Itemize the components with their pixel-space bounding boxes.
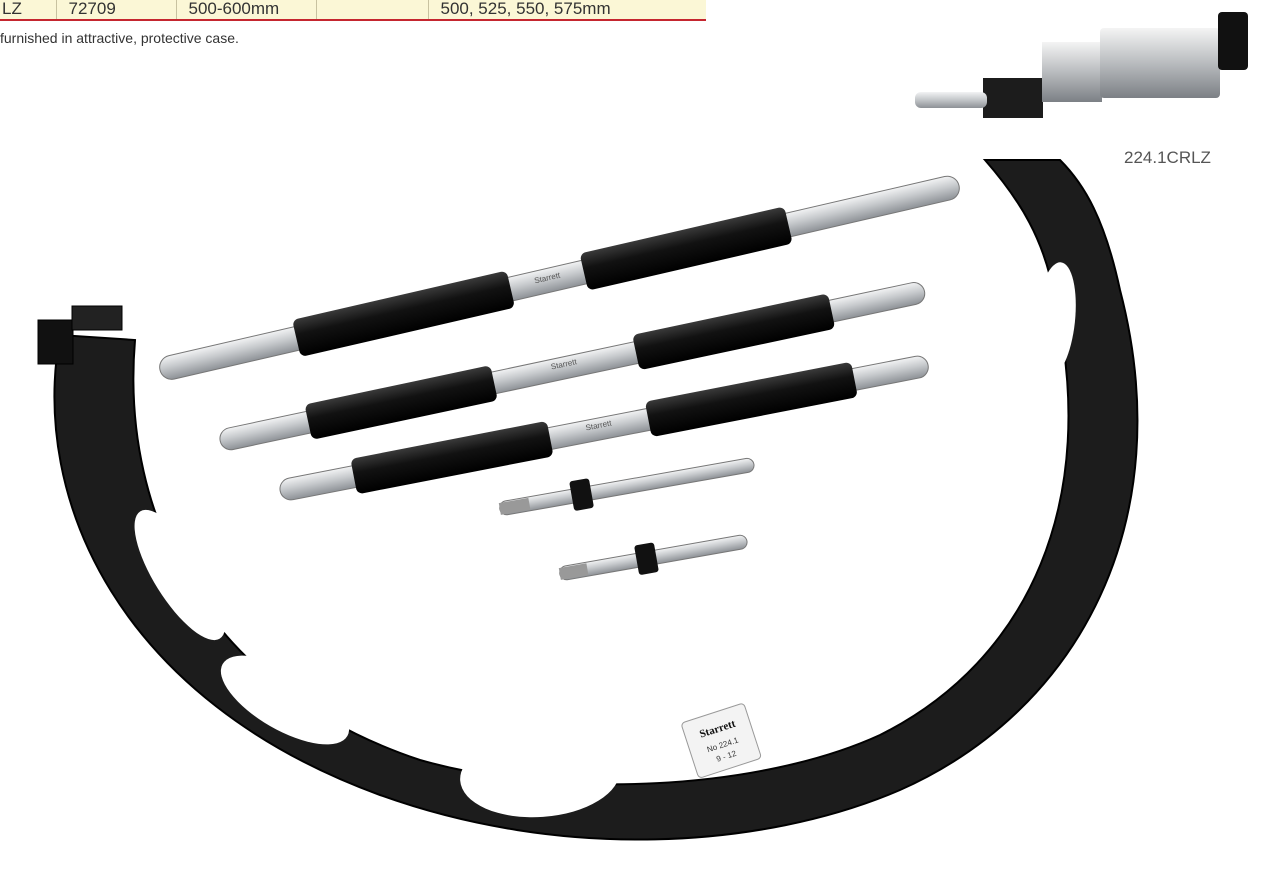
table-cell-empty <box>316 0 429 19</box>
table-cell-range: 500-600mm <box>176 0 317 19</box>
rod-4 <box>498 457 755 516</box>
rod-3: Starrett <box>279 355 929 501</box>
case-note: furnished in attractive, protective case… <box>0 30 239 46</box>
table-cell-model: LZ <box>0 0 57 19</box>
rod-5 <box>558 534 748 581</box>
rod-2: Starrett <box>219 282 926 451</box>
micrometer-frame <box>37 12 1248 841</box>
standard-rods: Starrett Starrett Starrett <box>159 175 960 581</box>
spec-table: LZ 72709 500-600mm 500, 525, 550, 575mm <box>0 0 706 19</box>
brand-badge: Starrett No 224.1 9 - 12 <box>681 703 762 778</box>
table-row: LZ 72709 500-600mm 500, 525, 550, 575mm <box>0 0 706 19</box>
model-label: 224.1CRLZ <box>1124 148 1211 167</box>
table-cell-cat-no: 72709 <box>56 0 177 19</box>
table-cell-rods: 500, 525, 550, 575mm <box>428 0 706 19</box>
rod-1: Starrett <box>159 175 960 380</box>
table-accent-rule <box>0 19 706 21</box>
